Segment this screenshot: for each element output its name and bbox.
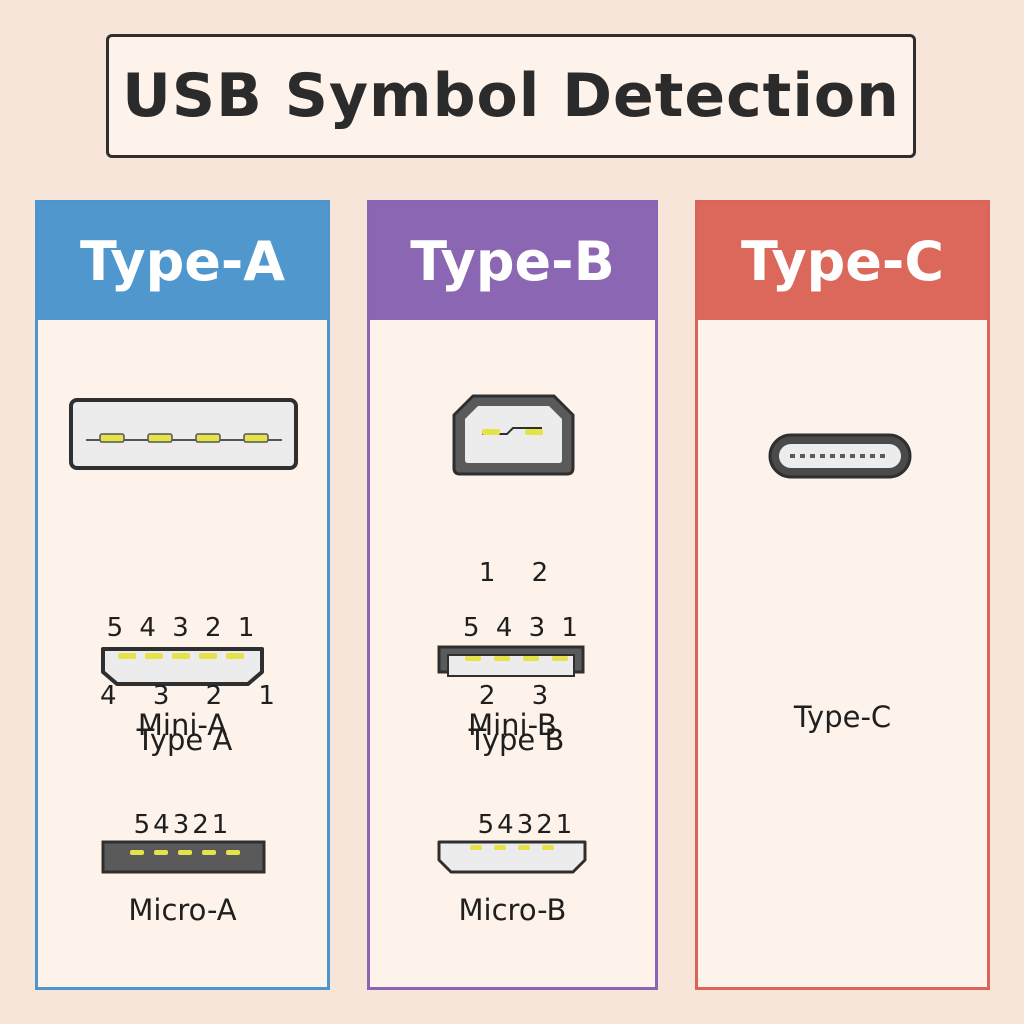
mini-a-caption: Mini-A — [137, 708, 228, 742]
type-a-caption: Type A — [136, 723, 233, 757]
usb-micro-b-icon — [437, 840, 587, 874]
column-type-a: Type-A 4 3 2 1 Ty — [35, 200, 330, 990]
column-type-b: Type-B 1 2 2 3 Type B 5 4 — [367, 200, 658, 990]
column-header-type-a: Type-A — [38, 203, 327, 320]
title-box: USB Symbol Detection — [106, 34, 916, 158]
usb-type-b-icon — [452, 394, 575, 476]
type-a-glyphs — [69, 398, 298, 874]
type-b-top-pin-numbers: 1 2 — [478, 558, 563, 588]
type-a-pin-numbers: 4 3 2 1 — [100, 681, 289, 711]
usb-micro-a-icon — [101, 840, 266, 874]
usb-mini-b-icon — [437, 645, 585, 677]
usb-type-a-icon — [69, 398, 298, 470]
column-type-c: Type-C Type-C — [695, 200, 990, 990]
micro-b-pin-numbers: 54321 — [477, 810, 576, 840]
micro-b-caption: Micro-B — [458, 893, 567, 927]
type-b-bottom-pin-numbers: 2 3 — [478, 681, 563, 711]
type-b-caption: Type B — [468, 723, 565, 757]
mini-a-pin-numbers: 5 4 3 2 1 — [106, 613, 259, 643]
mini-b-caption: Mini-B — [468, 708, 557, 742]
type-b-glyphs — [437, 394, 587, 874]
type-c-glyphs — [768, 433, 912, 479]
usb-mini-a-icon — [101, 647, 264, 686]
type-c-caption: Type-C — [793, 700, 892, 734]
mini-b-pin-numbers: 5 4 3 1 — [463, 613, 582, 643]
column-header-type-b: Type-B — [370, 203, 655, 320]
micro-a-caption: Micro-A — [128, 893, 237, 927]
micro-a-pin-numbers: 54321 — [133, 810, 232, 840]
usb-type-c-icon — [768, 433, 912, 479]
column-header-type-c: Type-C — [698, 203, 987, 320]
page-title: USB Symbol Detection — [122, 61, 900, 131]
